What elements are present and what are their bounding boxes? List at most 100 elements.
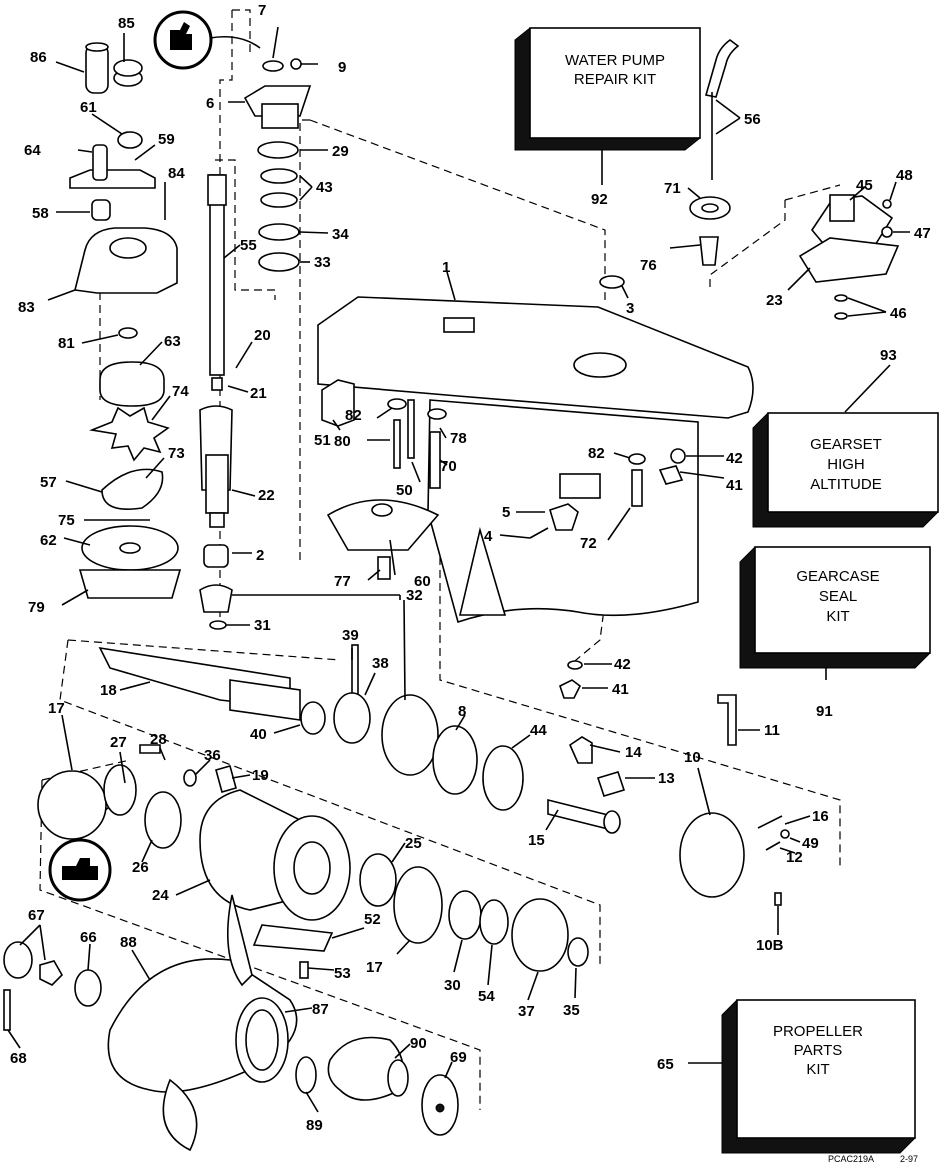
callout-5: 5 [502, 504, 510, 521]
callout-63: 63 [164, 333, 181, 350]
callout-18: 18 [100, 682, 117, 699]
callout-41-lower: 41 [612, 681, 629, 698]
water-pump-kit-line1: WATER PUMP [565, 52, 665, 69]
callout-87: 87 [312, 1001, 329, 1018]
callout-41-upper: 41 [726, 477, 743, 494]
kit-box-gearset: GEARSET HIGH ALTITUDE [752, 412, 939, 528]
callout-32: 32 [406, 587, 423, 604]
callout-67: 67 [28, 907, 45, 924]
callout-51: 51 [314, 432, 331, 449]
bearing-carrier-parts [37, 744, 589, 979]
callout-82-upper: 82 [345, 407, 362, 424]
callout-36: 36 [204, 747, 221, 764]
callout-22: 22 [258, 487, 275, 504]
callout-82-lower: 82 [588, 445, 605, 462]
callout-72: 72 [580, 535, 597, 552]
callout-71: 71 [664, 180, 681, 197]
water-tube-parts [599, 39, 900, 320]
callout-13: 13 [658, 770, 675, 787]
callout-66: 66 [80, 929, 97, 946]
callout-9: 9 [338, 59, 346, 76]
callout-53: 53 [334, 965, 351, 982]
callout-2: 2 [256, 547, 264, 564]
gearset-kit-line2: HIGH [827, 456, 865, 473]
footer-date: 2-97 [900, 1154, 918, 1164]
footer: PCAC219A 2-97 [828, 1154, 918, 1164]
callout-80: 80 [334, 433, 351, 450]
propeller-kit-line1: PROPELLER [773, 1023, 863, 1040]
callout-34: 34 [332, 226, 349, 243]
callout-10: 10 [684, 749, 701, 766]
callout-33: 33 [314, 254, 331, 271]
callout-11: 11 [764, 722, 780, 739]
callout-35: 35 [563, 1002, 580, 1019]
callout-85: 85 [118, 15, 135, 32]
callout-57: 57 [40, 474, 57, 491]
callout-39: 39 [342, 627, 359, 644]
callout-29: 29 [332, 143, 349, 160]
callout-86: 86 [30, 49, 47, 66]
callout-49: 49 [802, 835, 819, 852]
gearcase-seal-kit-line2: SEAL [819, 588, 857, 605]
footer-code: PCAC219A [828, 1154, 874, 1164]
callout-27: 27 [110, 734, 127, 751]
callout-3: 3 [626, 300, 634, 317]
callout-75: 75 [58, 512, 75, 529]
callout-42-upper: 42 [726, 450, 743, 467]
callout-31: 31 [254, 617, 271, 634]
kit-box-propeller: PROPELLER PARTS KIT [721, 999, 916, 1154]
callout-83: 83 [18, 299, 35, 316]
callout-26: 26 [132, 859, 149, 876]
callout-42-lower: 42 [614, 656, 631, 673]
callout-37: 37 [518, 1003, 535, 1020]
callout-48: 48 [896, 167, 913, 184]
propeller-parts [3, 894, 459, 1152]
callout-60: 60 [414, 573, 431, 590]
caution-icon-bottom [48, 799, 121, 902]
callout-92: 92 [591, 191, 608, 208]
callout-79: 79 [28, 599, 45, 616]
callout-14: 14 [625, 744, 642, 761]
propeller-kit-line3: KIT [806, 1061, 829, 1078]
callout-15: 15 [528, 832, 545, 849]
callout-93: 93 [880, 347, 897, 364]
gearcase-seal-kit-line1: GEARCASE [796, 568, 879, 585]
callout-90: 90 [410, 1035, 427, 1052]
callout-62: 62 [40, 532, 57, 549]
callout-43: 43 [316, 179, 333, 196]
propeller-kit-line2: PARTS [794, 1042, 843, 1059]
callout-4: 4 [484, 528, 493, 545]
callout-78: 78 [450, 430, 467, 447]
callout-74: 74 [172, 383, 189, 400]
callout-40: 40 [250, 726, 267, 743]
callout-56: 56 [744, 111, 761, 128]
callout-23: 23 [766, 292, 783, 309]
callout-91: 91 [816, 703, 833, 720]
callout-88: 88 [120, 934, 137, 951]
callout-10b: 10B [756, 937, 784, 954]
callout-21: 21 [250, 385, 267, 402]
callout-45: 45 [856, 177, 873, 194]
callout-84: 84 [168, 165, 185, 182]
callout-38: 38 [372, 655, 389, 672]
callout-73: 73 [168, 445, 185, 462]
callout-81: 81 [58, 335, 75, 352]
callout-68: 68 [10, 1050, 27, 1067]
callout-59: 59 [158, 131, 175, 148]
callout-24: 24 [152, 887, 169, 904]
callout-8: 8 [458, 703, 466, 720]
callout-76: 76 [640, 257, 657, 274]
callout-28: 28 [150, 731, 167, 748]
callout-65: 65 [657, 1056, 674, 1073]
callout-25: 25 [405, 835, 422, 852]
callout-89: 89 [306, 1117, 323, 1134]
propeller-shaft-parts [98, 644, 790, 906]
gearset-kit-line1: GEARSET [810, 436, 882, 453]
callout-58: 58 [32, 205, 49, 222]
callout-52: 52 [364, 911, 381, 928]
callout-44: 44 [530, 722, 547, 739]
mid-small-parts [321, 379, 686, 699]
driveshaft-parts [199, 58, 318, 630]
water-pump-kit-line2: REPAIR KIT [574, 71, 656, 88]
